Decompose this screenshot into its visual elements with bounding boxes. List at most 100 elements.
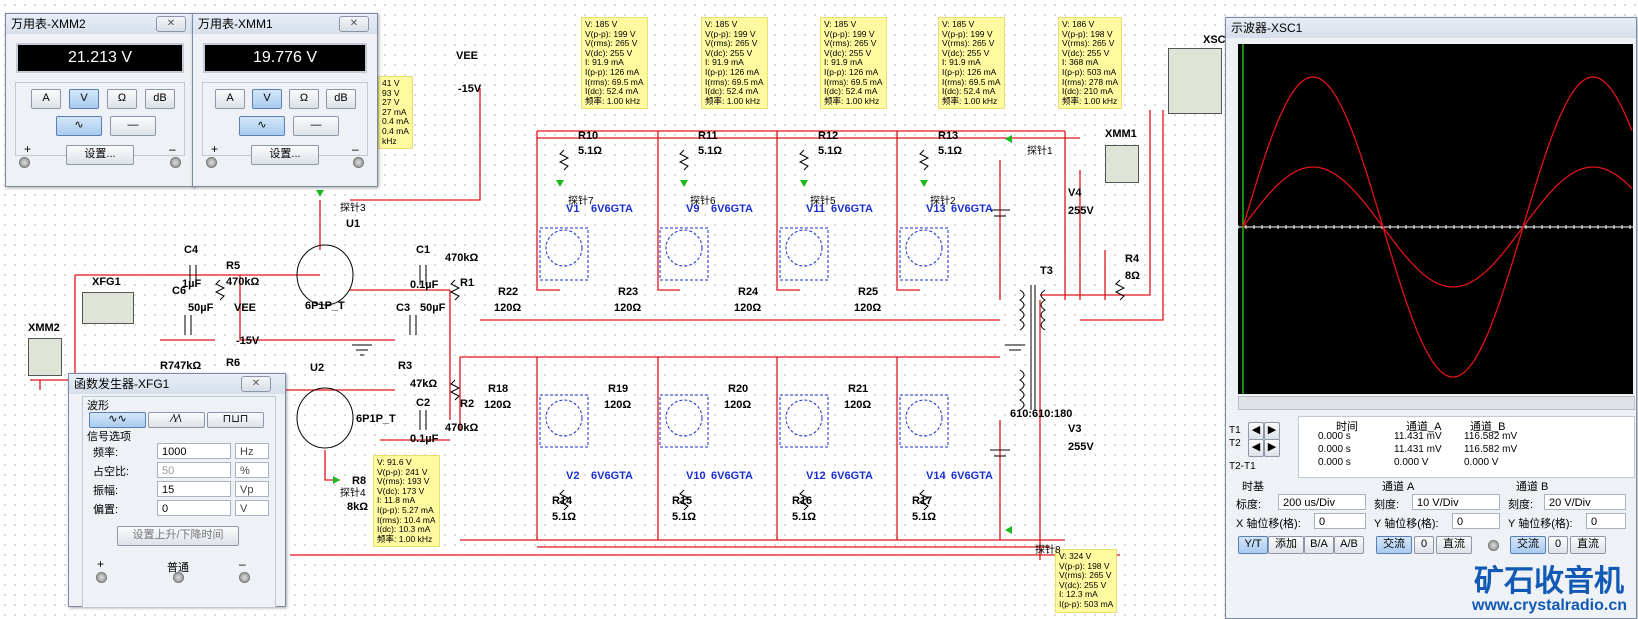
ac-mode-button[interactable]: ∿	[56, 116, 102, 136]
signal-option-input[interactable]: 50	[157, 462, 231, 478]
channel-a-zero-button[interactable]: 0	[1414, 536, 1434, 554]
xfg1-label: XFG1	[92, 276, 121, 288]
plus-terminal-icon[interactable]	[206, 157, 217, 168]
close-icon[interactable]: ✕	[241, 376, 271, 392]
dc-mode-button[interactable]: —	[293, 116, 339, 136]
channel-b-scale-input[interactable]: 20 V/Div	[1544, 494, 1626, 510]
channel-b-dc-button[interactable]: 直流	[1570, 536, 1606, 554]
amp-button[interactable]: A	[31, 89, 61, 109]
multimeter-title: 万用表-XMM1	[193, 14, 377, 34]
yt-mode-button[interactable]: Y/T	[1238, 536, 1268, 554]
c1-label: C1	[416, 244, 431, 256]
amp-button[interactable]: A	[215, 89, 245, 109]
ac-mode-button[interactable]: ∿	[239, 116, 285, 136]
signal-option-label: 偏置:	[93, 504, 119, 516]
signal-option-unit[interactable]: Vp	[235, 481, 269, 497]
xfg1-instrument-icon[interactable]	[82, 292, 134, 324]
grid-resistor-value: 120Ω	[614, 302, 642, 314]
c3-label: C3	[396, 302, 411, 314]
probe-readout-line: I(rms): 69.5 mA	[942, 76, 1001, 87]
channel-b-y-position-input[interactable]: 0	[1586, 513, 1626, 529]
db-button[interactable]: dB	[326, 89, 356, 109]
volt-button[interactable]: V	[69, 89, 99, 109]
probe-readout-line: V(rms): 265 V	[705, 38, 758, 49]
dc-line-icon: —	[310, 119, 322, 131]
c1-value: 0.1µF	[410, 279, 439, 291]
channel-a-scale-input[interactable]: 10 V/Div	[1412, 494, 1500, 510]
close-icon[interactable]: ✕	[156, 16, 186, 32]
volt-button[interactable]: V	[252, 89, 282, 109]
probe-readout-line: 0.4 mA	[382, 116, 409, 127]
close-icon[interactable]: ✕	[339, 16, 369, 32]
r5-value: 470kΩ	[226, 276, 260, 288]
settings-button[interactable]: 设置...	[251, 145, 319, 165]
grid-resistor-value: 120Ω	[844, 399, 872, 411]
x-position-input[interactable]: 0	[1314, 513, 1366, 529]
plus-terminal-label: +	[211, 142, 219, 156]
t2-right-arrow-icon[interactable]: ▶	[1264, 439, 1280, 457]
channel-b-ac-button[interactable]: 交流	[1510, 536, 1546, 554]
tube-type: 6V6GTA	[591, 203, 633, 215]
dc-mode-button[interactable]: —	[110, 116, 156, 136]
probe-tag-2: 探针2	[930, 196, 956, 207]
add-mode-button[interactable]: 添加	[1268, 536, 1304, 554]
cursor-value: 0.000 s	[1318, 444, 1351, 455]
channel-a-terminal-icon[interactable]	[1488, 540, 1499, 551]
probe-readout-line: V(p-p): 198 V	[1059, 560, 1110, 571]
probe-readout-line: I(p-p): 126 mA	[942, 66, 997, 77]
channel-a-dc-button[interactable]: 直流	[1436, 536, 1472, 554]
channel-b-zero-button[interactable]: 0	[1548, 536, 1568, 554]
probe-readout-line: I(rms): 69.5 mA	[824, 76, 883, 87]
xmm1-instrument-icon[interactable]	[1105, 145, 1139, 183]
ohm-button[interactable]: Ω	[107, 89, 137, 109]
ohm-button[interactable]: Ω	[289, 89, 319, 109]
signal-option-unit[interactable]: %	[235, 462, 269, 478]
signal-option-label: 频率:	[93, 447, 119, 459]
tube-type: 6V6GTA	[711, 203, 753, 215]
plus-terminal-icon[interactable]	[96, 572, 107, 583]
ab-mode-button[interactable]: A/B	[1334, 536, 1364, 554]
horizontal-scrollbar[interactable]	[1238, 396, 1635, 410]
xmm2-instrument-icon[interactable]	[28, 338, 62, 376]
probe-readout-line: I: 12.3 mA	[1059, 589, 1098, 600]
minus-terminal-icon[interactable]	[170, 157, 181, 168]
sine-wave-button[interactable]: ∿∿	[89, 412, 146, 428]
cursor-row-name: T2	[1229, 438, 1241, 449]
t1-right-arrow-icon[interactable]: ▶	[1264, 422, 1280, 440]
signal-option-unit[interactable]: Hz	[235, 443, 269, 459]
settings-button[interactable]: 设置...	[66, 145, 134, 165]
probe-readout-line: 93 V	[382, 87, 400, 98]
probe-readout-line: I(dc): 210 mA	[1062, 86, 1114, 97]
ba-mode-button[interactable]: B/A	[1304, 536, 1334, 554]
timebase-scale-input[interactable]: 200 us/Div	[1278, 494, 1366, 510]
rise-fall-time-button[interactable]: 设置上升/下降时间	[117, 526, 239, 546]
x-position-label: X 轴位移(格):	[1236, 518, 1301, 530]
triangle-wave-button[interactable]: ⁄\⁄\	[148, 412, 205, 428]
probe-readout-line: 27 V	[382, 97, 400, 108]
minus-terminal-icon[interactable]	[353, 157, 364, 168]
signal-option-input[interactable]: 0	[157, 500, 231, 516]
channel-a-ac-button[interactable]: 交流	[1376, 536, 1412, 554]
plus-terminal-icon[interactable]	[19, 157, 30, 168]
t2-left-arrow-icon[interactable]: ◀	[1248, 439, 1264, 457]
grid-resistor-label: R24	[738, 286, 759, 298]
plate-resistor-value: 5.1Ω	[578, 145, 603, 157]
signal-option-input[interactable]: 1000	[157, 443, 231, 459]
probe-readout-line: 0.4 mA	[382, 125, 409, 136]
c6-label: C6	[172, 285, 187, 297]
common-terminal-icon[interactable]	[173, 572, 184, 583]
square-wave-button[interactable]: ⊓⊔⊓	[207, 412, 264, 428]
channel-b-label: 通道 B	[1516, 481, 1549, 493]
xsc-instrument-icon[interactable]	[1168, 48, 1222, 114]
probe-readout-line: V(p-p): 198 V	[1062, 28, 1113, 39]
probe-readout-line: I: 368 mA	[1062, 57, 1099, 68]
v3-value: 255V	[1068, 441, 1094, 453]
minus-terminal-icon[interactable]	[239, 572, 250, 583]
signal-option-unit[interactable]: V	[235, 500, 269, 516]
channel-a-y-position-input[interactable]: 0	[1452, 513, 1500, 529]
signal-option-input[interactable]: 15	[157, 481, 231, 497]
t1-left-arrow-icon[interactable]: ◀	[1248, 422, 1264, 440]
db-button[interactable]: dB	[145, 89, 175, 109]
